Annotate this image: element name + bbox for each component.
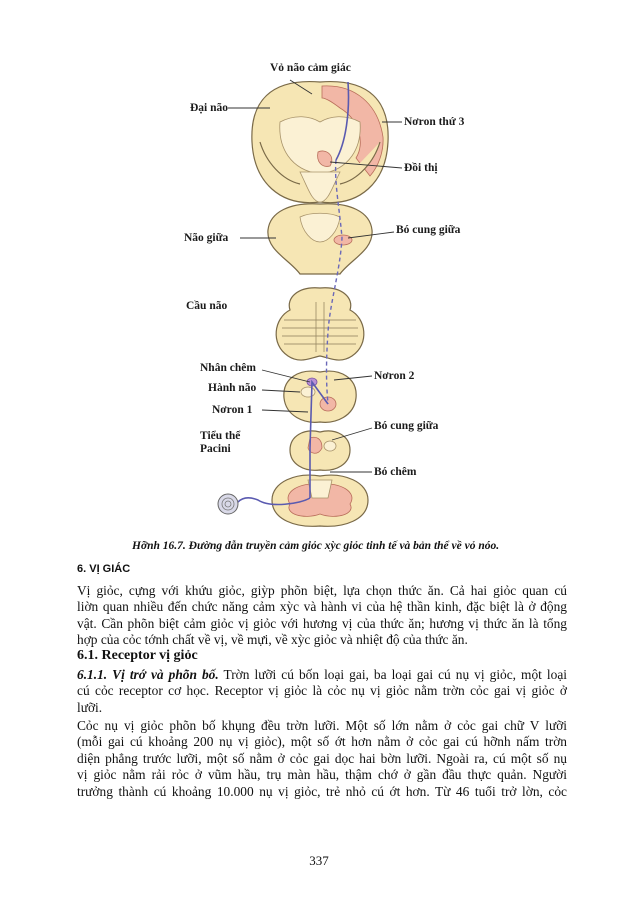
label-medulla: Hành não [208, 382, 257, 394]
section-heading-6-1: 6.1. Receptor vị giỏc [77, 648, 198, 663]
label-neuron-3: Nơron thứ 3 [404, 116, 465, 128]
section-heading-6: 6. VỊ GIÁC [77, 563, 131, 575]
sensory-pathway [217, 81, 350, 515]
brain-diagram: .tis { fill:#f6e6b4; stroke:#7a6a48; str… [217, 79, 403, 527]
label-thalamus: Đồi thị [404, 162, 438, 174]
figure-caption: Hỡnh 16.7. Đường dẫn truyền cảm giỏc xỳc… [132, 540, 500, 552]
brain-pathway-figure: .tis { fill:#f6e6b4; stroke:#7a6a48; str… [150, 52, 490, 537]
text-line: liờn quan nhiều đến chức năng cảm xỳc và… [77, 599, 567, 615]
label-sensory-cortex: Vỏ não cảm giác [270, 62, 351, 74]
pons-section [275, 287, 365, 361]
label-pons: Cầu não [186, 300, 228, 312]
paragraph-2: 6.1.1. Vị trớ và phõn bố. Trờn lưỡi cú b… [77, 667, 567, 716]
text-line: lưỡi. [77, 699, 103, 715]
page-number: 337 [309, 853, 329, 868]
spinal-cord-section [271, 474, 369, 527]
label-cerebrum: Đại não [190, 102, 229, 114]
text-line: cú cỏc receptor cơ học. Receptor vị giỏc… [77, 683, 567, 699]
text-line: 6.1.1. Vị trớ và phõn bố. Trờn lưỡi cú b… [77, 667, 567, 683]
paragraph-3: Cỏc nụ vị giỏc phõn bố khụng đều trờn lư… [77, 718, 567, 800]
text-line: Vị giỏc, cựng với khứu giỏc, giỳp phõn b… [77, 583, 567, 598]
label-midbrain: Não giữa [184, 232, 229, 244]
text-line: Cỏc nụ vị giỏc phõn bố khụng đều trờn lư… [77, 718, 567, 733]
label-neuron-1: Nơron 1 [212, 404, 253, 416]
midbrain-section [267, 203, 373, 275]
text-line: vị giỏc nằm rải rỏc ở vũm hầu, trụ màn h… [77, 767, 567, 783]
leader-cortex [289, 79, 313, 95]
cerebrum-section [251, 80, 389, 204]
label-cuneate-nucleus: Nhân chêm [200, 362, 256, 374]
label-medial-lemniscus-upper: Bó cung giữa [396, 224, 461, 236]
label-neuron-2: Nơron 2 [374, 370, 415, 382]
text-line: trưởng thành cú khoảng 10.000 nụ vị giỏc… [77, 783, 567, 799]
text-line: diện phẳng trước lưỡi, một số nằm ở cỏc … [77, 750, 567, 766]
label-pacinian-corpuscle: Tiểu thể Pacini [200, 430, 241, 455]
label-medial-lemniscus-lower: Bó cung giữa [374, 420, 439, 432]
text-line: vật. Cần phõn biệt cảm giỏc vị giỏc với … [77, 615, 567, 631]
text-run: Trờn lưỡi cú bốn loại gai, ba loại gai c… [218, 667, 568, 682]
label-cuneate-fasciculus: Bó chêm [374, 466, 417, 478]
paragraph-1: Vị giỏc, cựng với khứu giỏc, giỳp phõn b… [77, 583, 567, 649]
text-line: (mỗi gai cú khoảng 200 nụ vị giỏc), một … [77, 734, 567, 750]
text-line: hợp của cỏc tớnh chất về vị, về mựi, về … [77, 632, 468, 648]
subsection-heading-6-1-1: 6.1.1. Vị trớ và phõn bố. [77, 667, 219, 682]
